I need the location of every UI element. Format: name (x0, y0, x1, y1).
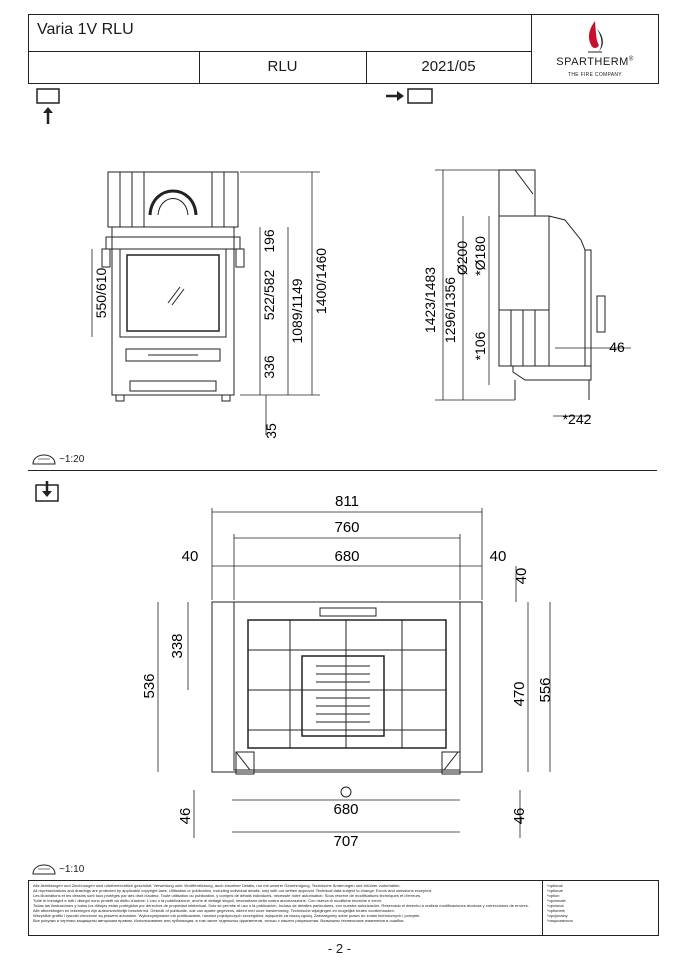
dim-196: 196 (261, 229, 277, 253)
scale-label-top: ~1:20 (59, 454, 85, 465)
side-view-marker-icon (386, 88, 433, 104)
dim-40-vertical: 40 (513, 568, 530, 585)
brand-logo-text: SPARTHERM® (556, 56, 634, 68)
dim-680-bottom: 680 (333, 801, 358, 818)
dim-470: 470 (511, 681, 528, 706)
copyright-text: Alle Abbildungen und Zeichnungen sind ur… (33, 883, 529, 923)
dim-707: 707 (333, 833, 358, 850)
scale-icon (32, 454, 56, 465)
product-title: Varia 1V RLU (37, 21, 134, 38)
dim-door-height: 550/610 (93, 267, 109, 318)
dim-680-top: 680 (334, 548, 359, 565)
dim-242: *242 (563, 411, 592, 427)
dim-336: 336 (261, 355, 277, 379)
front-view-drawing: 550/610 196 522/582 336 1089/1149 1400/1… (91, 171, 329, 439)
side-view-drawing: 1423/1483 1296/1356 Ø200 *Ø180 *106 46 *… (422, 169, 631, 427)
dim-diameter-180: *Ø180 (472, 236, 488, 276)
flame-logo-icon (588, 21, 603, 53)
dim-40-right: 40 (490, 548, 507, 565)
dim-46-right: 46 (511, 808, 528, 825)
dim-811: 811 (335, 493, 359, 510)
dim-40-left: 40 (182, 548, 199, 565)
dim-1423: 1423/1483 (422, 267, 438, 333)
dim-1296: 1296/1356 (442, 277, 458, 343)
top-view-marker-icon (35, 481, 59, 502)
top-view-drawing: 811 760 40 680 40 40 338 536 470 556 46 … (141, 493, 554, 850)
dim-46-left: 46 (177, 808, 194, 825)
title-block: Varia 1V RLU RLU 2021/05 SPARTHERM® THE … (28, 14, 659, 84)
dim-522: 522/582 (261, 269, 277, 320)
dim-1089: 1089/1149 (289, 278, 305, 343)
dim-106: *106 (472, 331, 488, 360)
dim-760: 760 (334, 519, 359, 536)
dim-556: 556 (537, 677, 554, 702)
dim-35: 35 (263, 423, 279, 439)
dim-536: 536 (141, 673, 158, 698)
optional-notes: *optional *optional *option *opzionale *… (547, 883, 573, 923)
scale-icon-bottom (32, 864, 56, 875)
dim-diameter-200: Ø200 (454, 241, 470, 275)
page-number: - 2 - (327, 941, 352, 956)
dim-1400: 1400/1460 (313, 248, 329, 314)
scale-label-bottom: ~1:10 (59, 864, 85, 875)
dim-46: 46 (609, 339, 625, 355)
copyright-footer: Alle Abbildungen und Zeichnungen sind ur… (28, 880, 659, 936)
brand-tagline: THE FIRE COMPANY (568, 72, 622, 78)
model-label: RLU (267, 58, 298, 75)
dim-338: 338 (169, 633, 186, 658)
front-view-marker-icon (36, 88, 60, 124)
revision-date: 2021/05 (421, 58, 476, 75)
